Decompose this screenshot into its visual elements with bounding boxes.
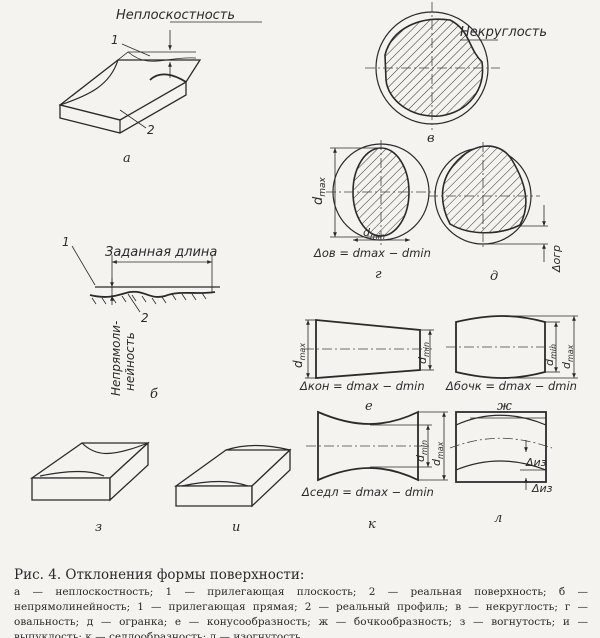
d-max-g: dmax <box>311 176 328 205</box>
label-1-plane: 1 <box>111 33 119 47</box>
formula-kon: Δкон = dmax − dmin <box>299 379 425 393</box>
fig-letter-b: б <box>150 387 158 402</box>
fig-b-nonstraightness: Заданная длина 1 2 Непрямоли- нейность б <box>62 235 220 402</box>
label-2-surface: 2 <box>147 123 155 137</box>
fig-zh-barrel: dmin dmax Δбочк = dmax − dmin ж <box>445 315 578 414</box>
formula-ov: Δов = dmax − dmin <box>313 246 431 260</box>
nonstraightness-label-2: нейность <box>123 332 137 391</box>
nonflatness-label: Неплоскостность <box>116 8 235 23</box>
fig-letter-d: д <box>490 269 498 284</box>
formula-boch: Δбочк = dmax − dmin <box>445 379 577 393</box>
label-1-line: 1 <box>62 235 70 249</box>
d-min-zh: dmin <box>543 344 558 366</box>
fig-letter-zh: ж <box>497 399 512 414</box>
given-length-label: Заданная длина <box>105 245 217 260</box>
fig-letter-l: л <box>494 511 502 526</box>
fig-g-ovality: dmax dmin Δов = dmax − dmin г <box>311 140 436 282</box>
out-of-round-label: Некруглость <box>460 25 547 40</box>
fig-letter-i: и <box>232 520 240 535</box>
fig-l-bend: Δиз Δиз л <box>449 411 553 526</box>
deviation-diagram: Неплоскостность 1 2 а Некруглость в dmax… <box>29 2 578 535</box>
d-max-k: dmax <box>430 441 445 466</box>
d-min-e: dmin <box>416 342 431 364</box>
fig-letter-e: е <box>365 399 373 414</box>
d-max-e: dmax <box>291 343 307 368</box>
fig-letter-v: в <box>427 131 435 146</box>
nonstraightness-label: Непрямоли- <box>109 321 123 396</box>
formula-sedl: Δседл = dmax − dmin <box>301 485 434 499</box>
d-max-zh: dmax <box>560 344 575 369</box>
formula-iz-2: Δиз <box>531 482 553 495</box>
fig-v-out-of-round: Некруглость в <box>365 2 547 146</box>
fig-letter-a: а <box>123 151 131 166</box>
fig-d-lobing: Δогр д <box>428 142 563 284</box>
caption-title: Рис. 4. Отклонения формы поверхности: <box>14 567 305 583</box>
fig-letter-z: з <box>95 520 102 535</box>
fig-e-taper: dmax dmin Δкон = dmax − dmin е <box>291 319 434 414</box>
fig-z-concave: з <box>29 441 150 535</box>
fig-k-saddle: dmin dmax Δседл = dmax − dmin к <box>301 410 448 532</box>
fig-i-convex: и <box>173 444 292 535</box>
caption-body: а — неплоскостность; 1 — прилегающая пло… <box>14 586 588 638</box>
fig-letter-k: к <box>368 517 376 532</box>
formula-ogr: Δогр <box>550 245 563 273</box>
formula-iz-1: Δиз <box>525 456 547 469</box>
fig-a-nonflatness: Неплоскостность 1 2 а <box>58 8 262 166</box>
d-min-k: dmin <box>414 440 429 462</box>
figure-caption: Рис. 4. Отклонения формы поверхности: а … <box>14 566 588 638</box>
d-min-g: dmin <box>363 226 385 241</box>
label-2-profile: 2 <box>141 311 149 325</box>
fig-letter-g: г <box>375 267 382 282</box>
